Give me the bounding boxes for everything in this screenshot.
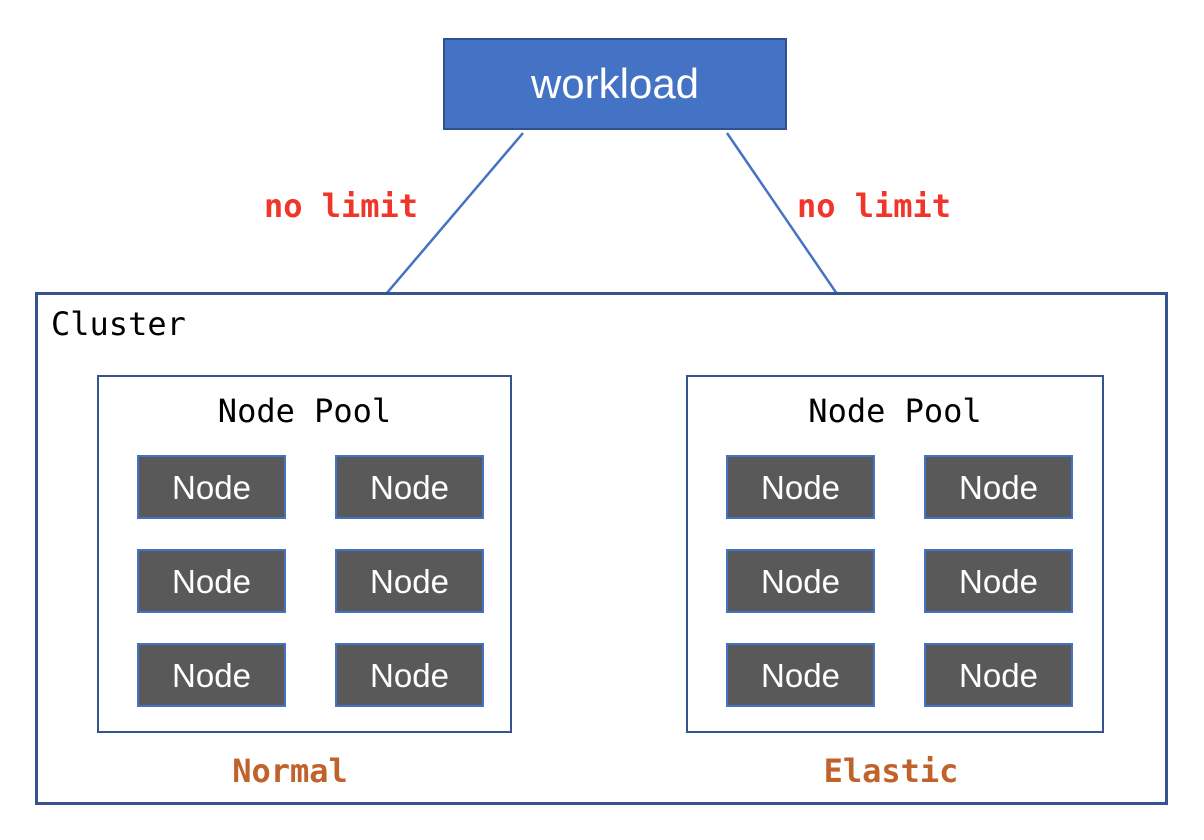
node-label: Node — [959, 562, 1038, 600]
node-label: Node — [761, 468, 840, 506]
node-box: Node — [137, 549, 286, 613]
node-box: Node — [924, 643, 1073, 707]
node-label: Node — [172, 562, 251, 600]
node-pool-elastic: Node Pool Node Node Node Node Node Node — [686, 375, 1104, 733]
node-label: Node — [959, 656, 1038, 694]
workload-label: workload — [530, 60, 700, 107]
node-box: Node — [137, 643, 286, 707]
node-box: Node — [924, 549, 1073, 613]
node-box: Node — [335, 455, 484, 519]
node-label: Node — [172, 468, 251, 506]
node-pool-title: Node Pool — [217, 392, 392, 430]
node-box: Node — [335, 549, 484, 613]
node-box: Node — [726, 455, 875, 519]
node-label: Node — [370, 468, 449, 506]
caption-normal: Normal — [232, 752, 348, 790]
caption-elastic: Elastic — [823, 752, 959, 790]
node-grid: Node Node Node Node Node Node — [726, 455, 1073, 707]
workload-box: workload — [443, 38, 787, 130]
node-label: Node — [761, 656, 840, 694]
no-limit-label-left: no limit — [263, 187, 419, 225]
node-box: Node — [726, 549, 875, 613]
node-label: Node — [761, 562, 840, 600]
node-box: Node — [924, 455, 1073, 519]
node-grid: Node Node Node Node Node Node — [137, 455, 484, 707]
node-pool-title: Node Pool — [808, 392, 982, 430]
no-limit-label-right: no limit — [796, 187, 952, 225]
node-box: Node — [335, 643, 484, 707]
node-label: Node — [959, 468, 1038, 506]
node-pool-normal: Node Pool Node Node Node Node Node Node — [97, 375, 512, 733]
node-label: Node — [370, 562, 449, 600]
node-label: Node — [370, 656, 449, 694]
node-box: Node — [726, 643, 875, 707]
cluster-label: Cluster — [51, 305, 186, 343]
node-box: Node — [137, 455, 286, 519]
node-label: Node — [172, 656, 251, 694]
